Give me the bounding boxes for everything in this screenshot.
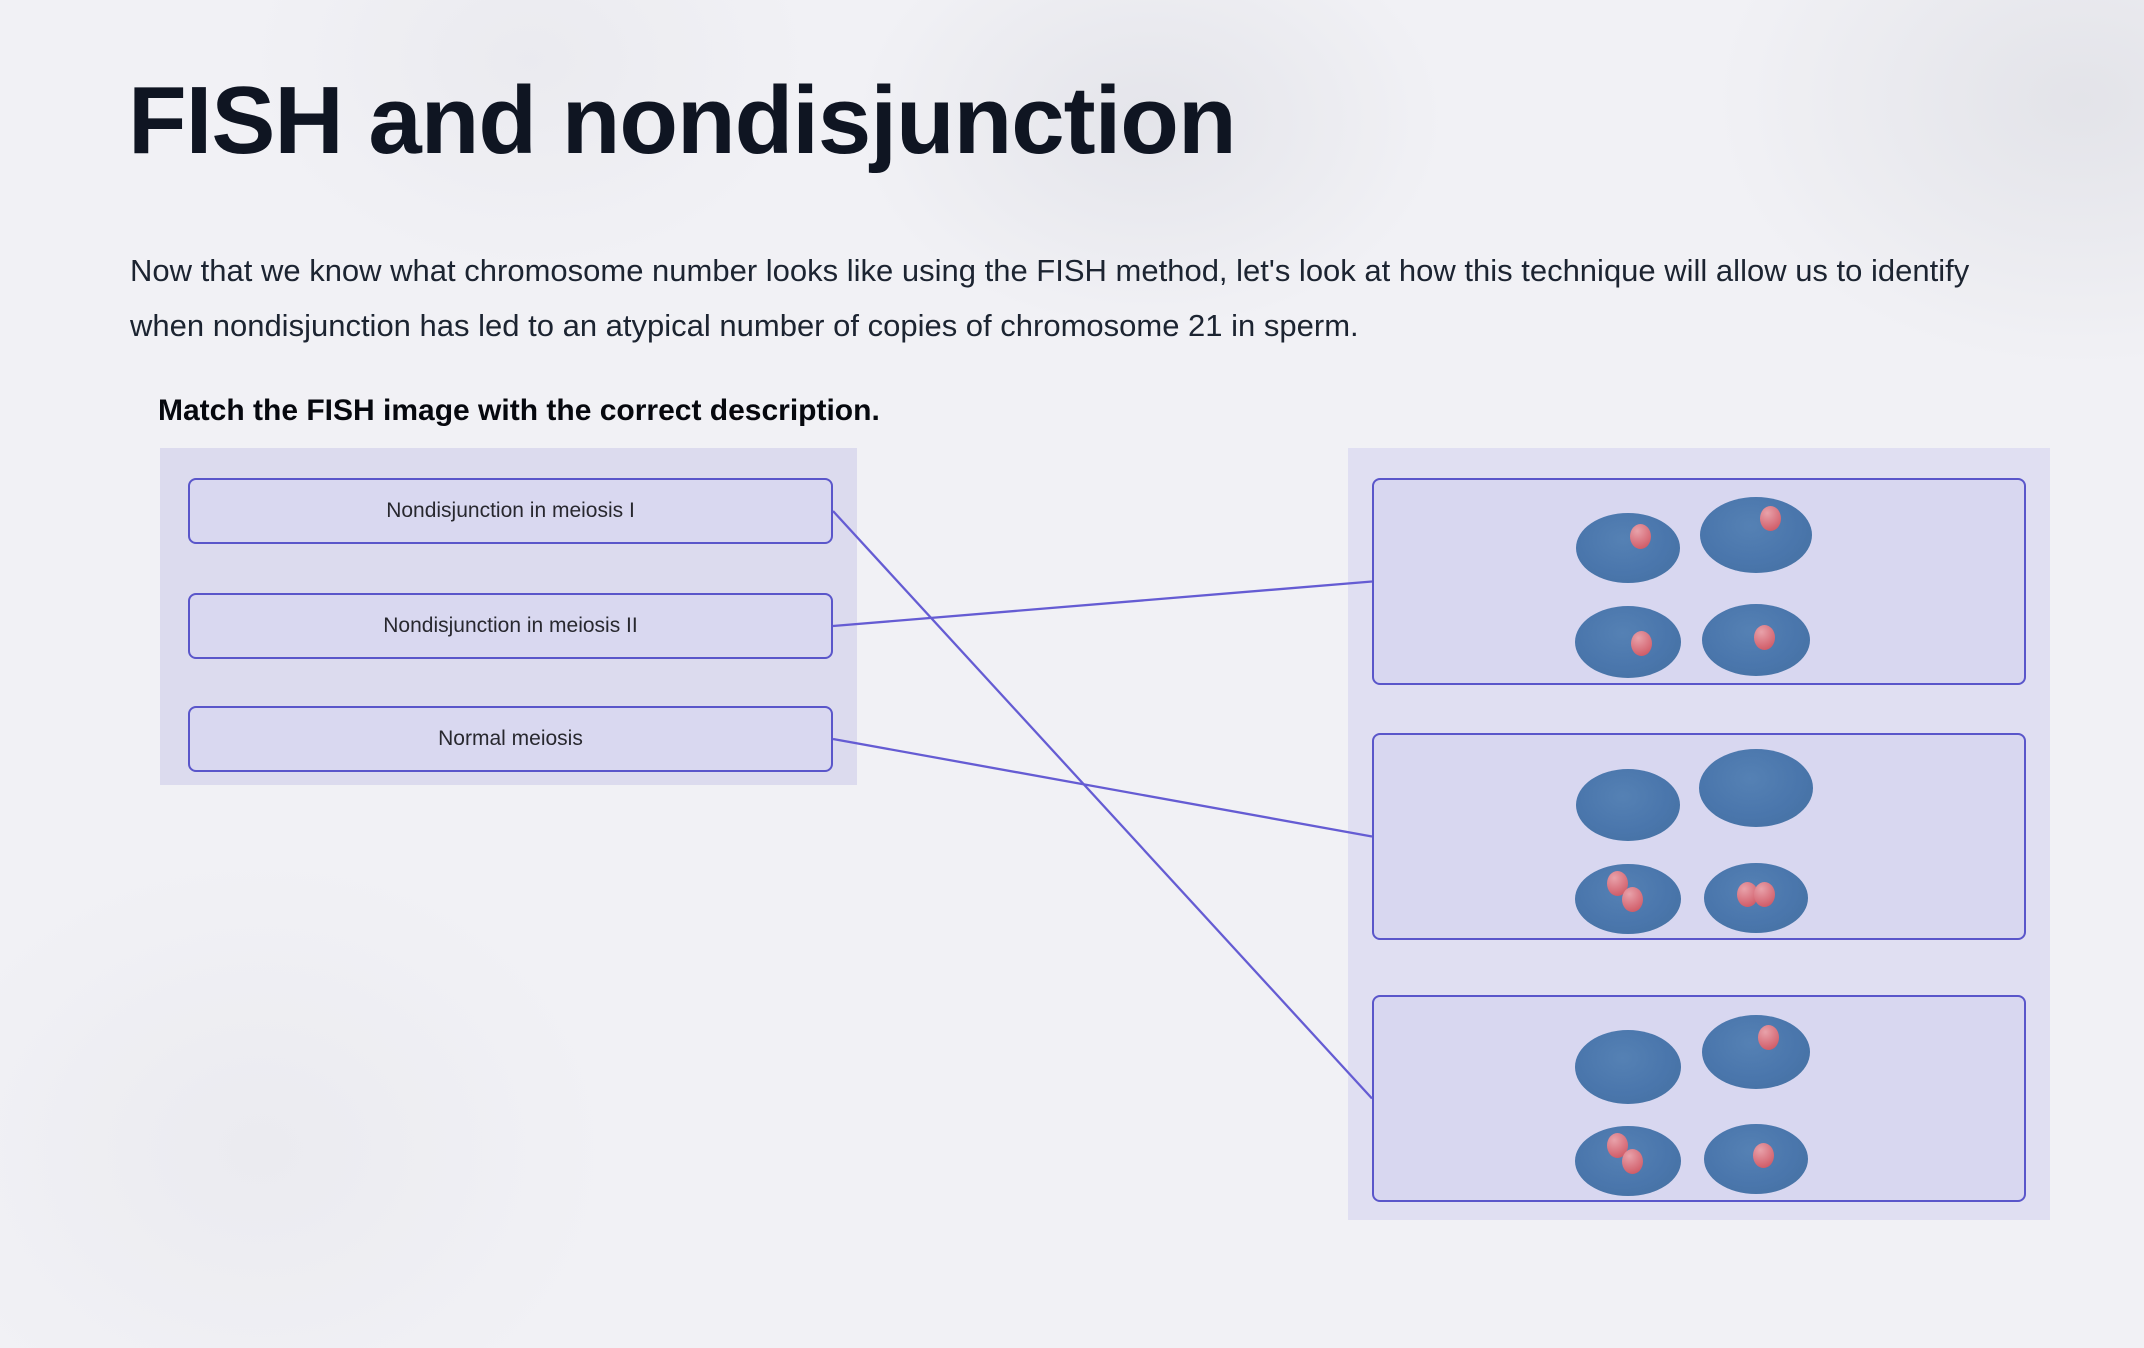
sperm-cell	[1702, 1015, 1810, 1089]
sperm-cell	[1704, 1124, 1808, 1194]
options-panel: Nondisjunction in meiosis I Nondisjuncti…	[160, 448, 857, 785]
option-label: Nondisjunction in meiosis I	[386, 499, 635, 522]
sperm-cell	[1704, 863, 1808, 933]
fish-signal-dot	[1621, 1148, 1643, 1174]
fish-signal-dot	[1629, 523, 1651, 549]
match-connection-line[interactable]	[832, 510, 1373, 1100]
fish-image-panel-top[interactable]	[1372, 478, 2026, 685]
fish-signal-dot	[1606, 1133, 1628, 1159]
sperm-cell	[1699, 749, 1813, 827]
match-connection-line[interactable]	[832, 737, 1373, 838]
fish-signal-dot	[1760, 505, 1782, 531]
sperm-cell	[1575, 1030, 1681, 1104]
fish-signal-dot	[1752, 1143, 1774, 1168]
sperm-cell	[1702, 604, 1810, 676]
sperm-cell	[1575, 1126, 1681, 1196]
fish-signal-dot	[1737, 882, 1759, 907]
fish-signal-dot	[1631, 630, 1653, 656]
sperm-cell	[1576, 513, 1680, 583]
fish-signal-dot	[1606, 871, 1628, 897]
option-nondisjunction-meiosis-ii[interactable]: Nondisjunction in meiosis II	[188, 593, 833, 659]
page-title: FISH and nondisjunction	[128, 67, 1237, 175]
sperm-cell	[1575, 864, 1681, 934]
fish-signal-dot	[1753, 882, 1775, 907]
option-label: Normal meiosis	[438, 727, 583, 750]
fish-signal-dot	[1754, 625, 1776, 651]
option-nondisjunction-meiosis-i[interactable]: Nondisjunction in meiosis I	[188, 478, 833, 544]
fish-image-panel-middle[interactable]	[1372, 733, 2026, 940]
instruction-text: Match the FISH image with the correct de…	[158, 394, 880, 427]
fish-signal-dot	[1758, 1024, 1780, 1050]
intro-paragraph: Now that we know what chromosome number …	[130, 253, 1970, 343]
match-connection-line[interactable]	[832, 580, 1373, 628]
sperm-cell	[1700, 497, 1812, 573]
fish-image-panel-bottom[interactable]	[1372, 995, 2026, 1202]
sperm-cell	[1576, 769, 1680, 841]
fish-signal-dot	[1621, 886, 1643, 912]
fish-images-region	[1348, 448, 2050, 1220]
option-label: Nondisjunction in meiosis II	[383, 614, 638, 637]
option-normal-meiosis[interactable]: Normal meiosis	[188, 706, 833, 772]
sperm-cell	[1575, 606, 1681, 678]
